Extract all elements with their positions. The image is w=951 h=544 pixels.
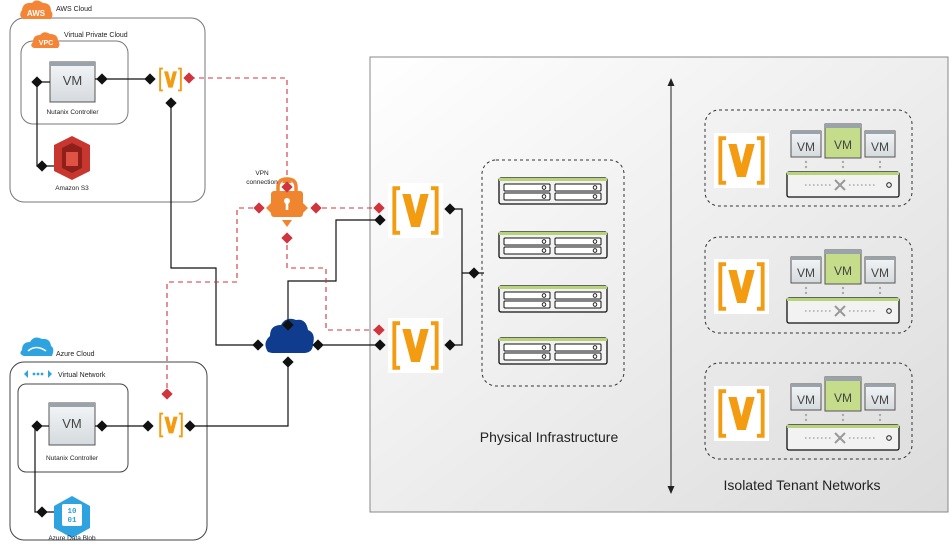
azure-cloud-title: Azure Cloud [56,351,95,358]
aws-vm[interactable]: VM [49,61,96,103]
azure-vm[interactable]: VM [48,402,96,446]
network-cloud-icon[interactable] [265,318,314,353]
aws-vm-label: VM [63,73,83,88]
server-3[interactable] [498,285,608,313]
s3-bucket-icon[interactable] [54,136,90,180]
azure-cloud-icon [20,337,54,356]
svg-text:VM: VM [797,393,815,407]
tenant-2-vm-right: VM [864,256,896,284]
s3-label: Amazon S3 [55,185,89,192]
tenant-2-v-icon [714,259,769,314]
aws-badge-text: AWS [27,9,46,18]
tenant-1-vm-left: VM [790,130,822,158]
svg-text:VM: VM [834,264,852,278]
server-2[interactable] [498,231,608,259]
tenant-3-v-icon [714,386,769,441]
physical-infra-title: Physical Infrastructure [480,429,619,445]
svg-text:VM: VM [834,138,852,152]
vpc-badge-text: VPC [39,40,53,47]
azure-blob-icon[interactable]: 10 01 [54,496,90,538]
vpn-lock-icon[interactable] [266,177,308,227]
tenant-1-vm-right: VM [864,130,896,158]
svg-text:VM: VM [871,393,889,407]
aws-v-gateway-icon[interactable] [157,66,184,93]
tenant-3-vm-center: VM [824,376,862,412]
aws-controller-label: Nutanix Controller [46,109,99,116]
vpn-label-line2: connection [246,179,278,186]
tenant-3-switch [786,424,900,451]
tenant-2-vm-left: VM [790,256,822,284]
blob-label: Azure Data Blob [48,535,96,542]
azure-v-gateway-icon[interactable] [157,411,185,439]
tenant-1-v-icon [714,133,769,188]
tenant-2-switch [786,297,900,324]
svg-text:VM: VM [871,140,889,154]
svg-text:VM: VM [797,266,815,280]
svg-text:VM: VM [834,391,852,405]
azure-vm-label: VM [62,416,82,431]
tenant-networks-title: Isolated Tenant Networks [724,477,881,493]
tenant-group-1[interactable]: VM VM VM [704,109,913,207]
vpn-label-line1: VPN [255,170,269,177]
divider-arrow [667,78,675,494]
server-stack-group [481,159,625,387]
blob-glyph-top: 10 [67,508,77,516]
vpn-dashed-links [166,77,376,392]
azure-controller-label: Nutanix Controller [46,455,99,462]
tenant-3-vm-right: VM [864,383,896,411]
tenant-3-vm-left: VM [790,383,822,411]
tenant-group-2[interactable]: VM VM VM [704,236,913,334]
aws-cloud-title: AWS Cloud [56,6,92,13]
physical-v-router-bottom-icon[interactable] [388,318,443,373]
tenant-group-3[interactable]: VM VM VM [704,362,913,460]
tenant-1-vm-center: VM [824,123,862,159]
aws-cloud-icon: AWS [20,0,53,19]
vnet-icon [24,370,52,378]
svg-text:VM: VM [797,140,815,154]
vnet-title: Virtual Network [58,372,106,379]
server-4[interactable] [498,337,608,365]
tenant-1-switch [786,171,900,198]
svg-text:VM: VM [871,266,889,280]
vpc-icon: VPC [31,32,60,48]
vpc-title: Virtual Private Cloud [64,32,128,39]
physical-v-router-top-icon[interactable] [388,183,443,238]
server-1[interactable] [498,177,608,205]
blob-glyph-bottom: 01 [67,517,77,525]
tenant-2-vm-center: VM [824,249,862,285]
